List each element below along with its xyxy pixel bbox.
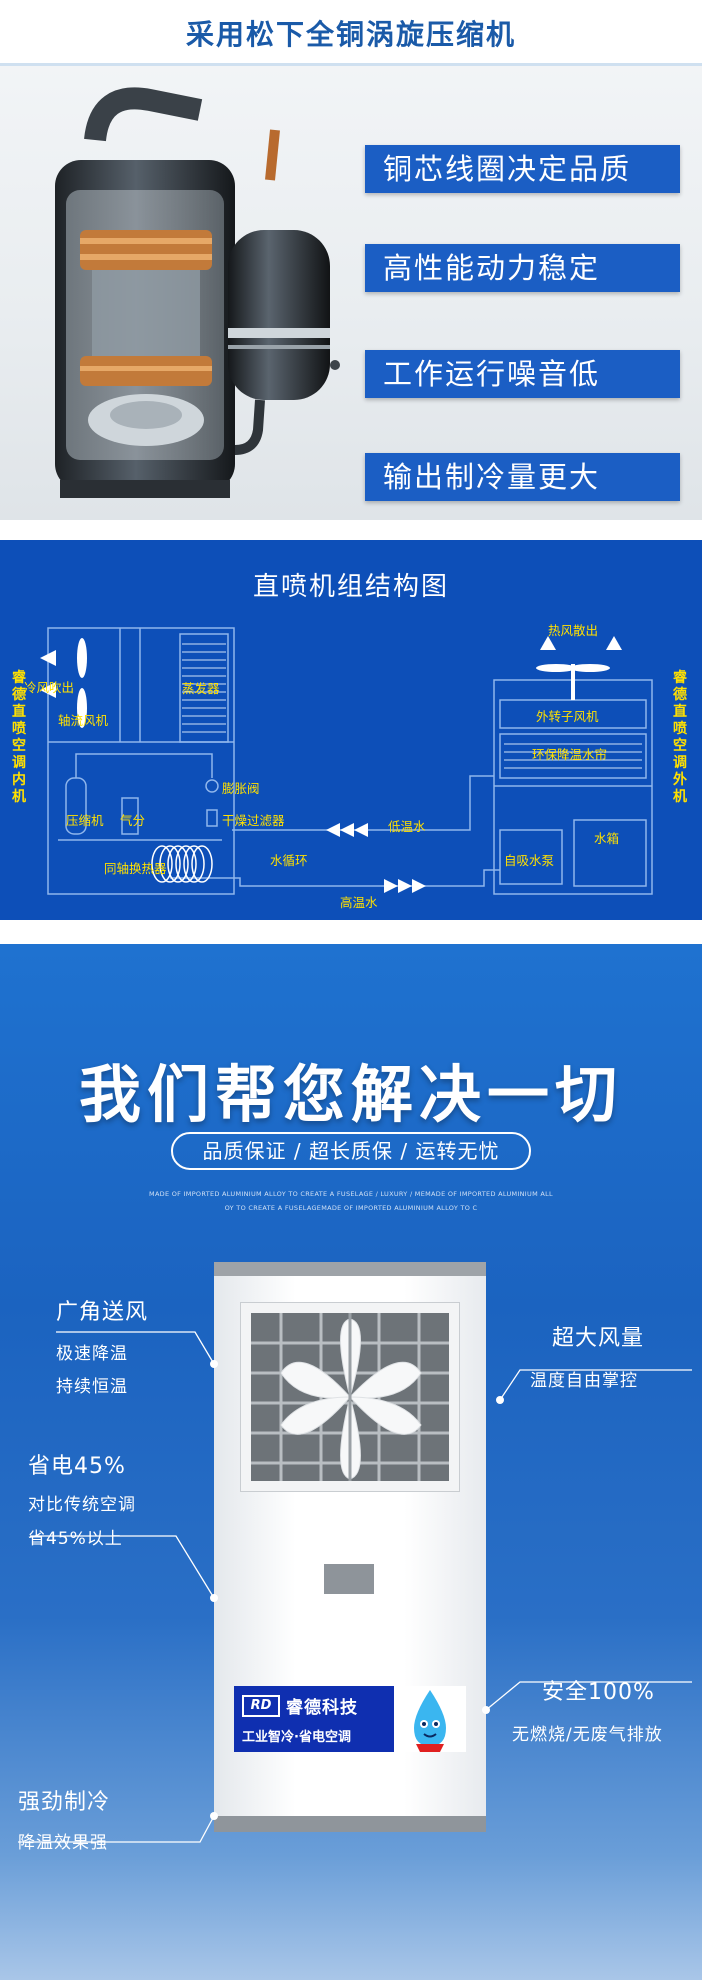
label-hot-air-out: 热风散出 [548,623,599,638]
pump-block [499,829,563,885]
callout-strong-cooling-title: 强劲制冷 [18,1790,111,1815]
indoor-unit-label: 睿德直喷空调内机 [12,670,26,805]
evaporator-block [179,633,229,743]
callout-safety-title: 安全100% [542,1680,655,1705]
control-display [324,1564,374,1594]
callout-big-air-title: 超大风量 [552,1326,645,1351]
compressor-illustration [55,87,340,498]
compressor-header: 采用松下全铜涡旋压缩机 [0,0,702,66]
compressor-copper-pipe [265,129,280,181]
structure-diagram [40,627,653,895]
outdoor-unit-label: 睿德直喷空调外机 [673,670,687,805]
guarantee-pill: 品质保证 / 超长质保 / 运转无忧 [171,1132,531,1170]
label-axial-fan: 轴流风机 [58,713,109,728]
dry-filter-symbol [206,809,218,827]
water-tank-block [573,819,647,887]
unit-top-cap [214,1262,486,1276]
brand-slogan: 工业智冷·省电空调 [242,1730,351,1745]
low-temp-water-pipe [232,775,494,831]
compressor-coil-top [80,230,212,270]
fan-grille [240,1302,460,1492]
label-cold-air-out: 冷风吹出 [24,680,75,695]
callout-leader-lines [18,1331,692,1843]
unit-base [214,1816,486,1832]
callout-wide-angle-line-2: 持续恒温 [56,1377,128,1397]
cold-air-arrows [40,650,56,698]
label-gas-separator: 气分 [120,813,146,828]
promo-section: 我们帮您解决一切 品质保证 / 超长质保 / 运转无忧 MADE OF IMPO… [0,944,702,1980]
brand-panel: RD 睿德科技 工业智冷·省电空调 [234,1686,466,1752]
axial-fan-symbol [77,638,87,728]
feature-stable-power: 高性能动力稳定 [365,244,680,292]
label-compressor: 压缩机 [66,813,104,828]
feature-copper-coil: 铜芯线圈决定品质 [365,145,680,193]
label-water-tank: 水箱 [594,831,620,846]
callout-wide-angle-line-1: 极速降温 [56,1344,128,1364]
accumulator-tank [228,230,330,400]
label-expansion-valve: 膨胀阀 [222,781,260,796]
callout-big-air-line-1: 温度自由掌控 [530,1371,638,1391]
air-cooler-unit: RD 睿德科技 工业智冷·省电空调 [214,1262,486,1832]
callout-wide-angle-title: 广角送风 [56,1300,149,1325]
label-water-cycle: 水循环 [270,853,308,868]
outer-fan-symbol [536,664,610,700]
indoor-unit-outline [47,627,235,895]
callout-power-saving-title: 省电45% [28,1454,126,1479]
label-coaxial-exchanger: 同轴换热器 [104,861,167,876]
water-pad-block [499,733,647,779]
label-outer-fan: 外转子风机 [536,709,599,724]
label-high-temp-water: 高温水 [340,895,378,910]
label-self-priming-pump: 自吸水泵 [504,853,555,868]
high-temp-arrows [384,879,426,893]
callout-strong-cooling-line-1: 降温效果强 [18,1833,108,1853]
label-cooling-water-pad: 环保降温水帘 [532,747,608,762]
gas-separator-symbol [121,797,139,835]
brand-logo: RD [242,1695,280,1717]
coaxial-coil [151,845,213,883]
unit-body: RD 睿德科技 工业智冷·省电空调 [214,1276,486,1816]
structure-diagram-title: 直喷机组结构图 [252,572,449,602]
tiny-text-line-2: OY TO CREATE A FUSELAGEMADE OF IMPORTED … [224,1204,478,1212]
structure-diagram-section: 直喷机组结构图 [0,540,702,920]
fan-blades-icon [251,1313,449,1481]
low-temp-arrows [326,823,368,837]
callout-power-saving-line-2: 省45%以上 [28,1529,123,1549]
promo-headline: 我们帮您解决一切 [78,1058,623,1131]
tiny-text-line-1: MADE OF IMPORTED ALUMINIUM ALLOY TO CREA… [149,1190,553,1198]
water-drop-mascot [394,1686,466,1752]
callout-safety-line-1: 无燃烧/无废气排放 [512,1725,663,1745]
hot-air-arrows [540,636,622,650]
label-low-temp-water: 低温水 [388,819,426,834]
feature-low-noise: 工作运行噪音低 [365,350,680,398]
high-temp-water-pipe [170,869,500,887]
label-evaporator: 蒸发器 [182,681,220,696]
feature-more-cooling: 输出制冷量更大 [365,453,680,501]
callout-power-saving-line-1: 对比传统空调 [28,1495,136,1515]
expansion-valve-symbol [205,779,219,793]
compressor-top-pipe [84,87,203,142]
compressor-section-title: 采用松下全铜涡旋压缩机 [185,18,516,51]
compressor-section: 采用松下全铜涡旋压缩机 [0,0,702,520]
brand-name: 睿德科技 [286,1698,358,1718]
label-dry-filter: 干燥过滤器 [222,813,285,828]
compressor-stator [92,270,200,360]
